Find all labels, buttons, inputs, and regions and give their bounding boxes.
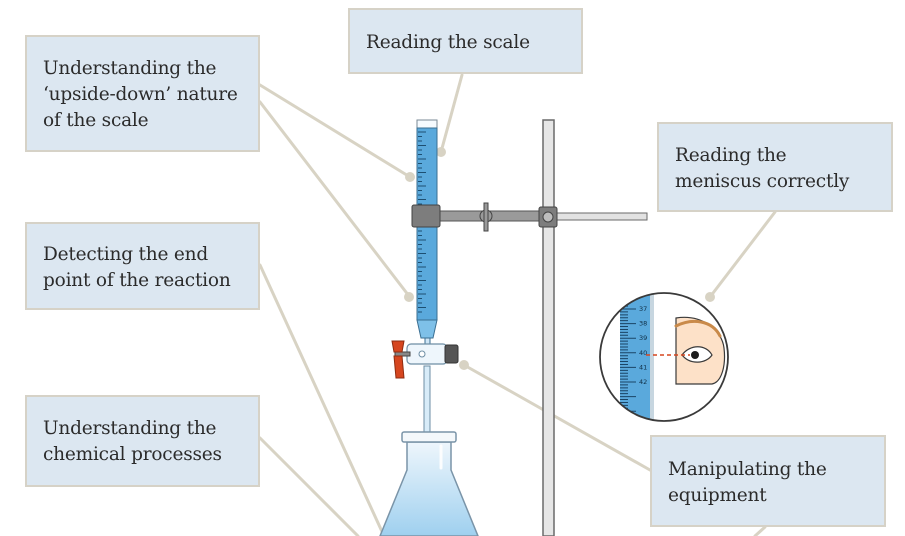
burette-clamp xyxy=(411,202,648,232)
callout-reading-scale: Reading the scale xyxy=(348,8,583,74)
inset-scale-label: 42 xyxy=(639,378,647,386)
stand-rod xyxy=(542,119,555,536)
conical-flask xyxy=(379,431,479,536)
callout-equipment: Manipulating the equipment xyxy=(650,435,886,527)
inset-scale-label: 37 xyxy=(639,305,647,313)
inset-labels: 37 38 39 40 41 42 xyxy=(639,305,647,386)
meniscus-inset: 37 38 39 40 41 42 xyxy=(599,292,729,422)
inset-scale-label: 38 xyxy=(639,320,647,328)
leader-lines xyxy=(258,73,777,536)
leader-dots xyxy=(404,147,715,370)
callout-meniscus: Reading the meniscus correctly xyxy=(657,122,893,212)
inset-scale-label: 39 xyxy=(639,334,647,342)
callout-upside-down-scale: Understanding the ‘upside-down’ nature o… xyxy=(25,35,260,152)
stopcock xyxy=(391,340,459,379)
inset-scale-label: 40 xyxy=(639,349,647,357)
inset-scale-label: 41 xyxy=(639,363,647,371)
callout-chemical-processes: Understanding the chemical processes xyxy=(25,395,260,487)
callout-end-point: Detecting the end point of the reaction xyxy=(25,222,260,310)
